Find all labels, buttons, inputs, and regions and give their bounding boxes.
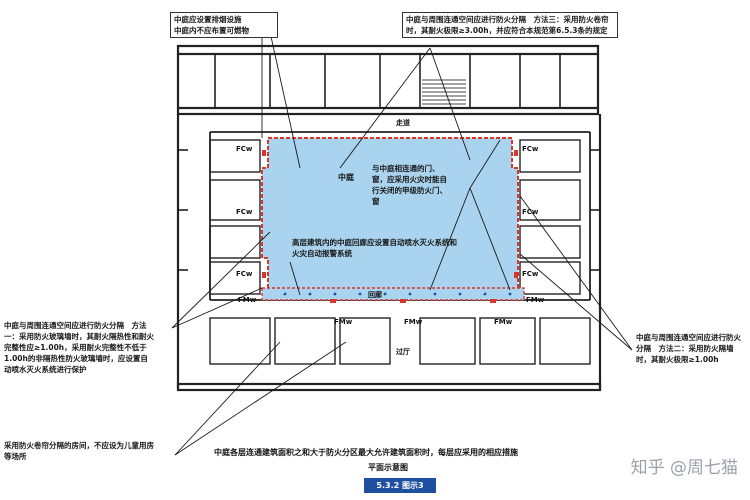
- label-fcw-right-2: FCw: [522, 208, 539, 216]
- left-rooms: [209, 139, 261, 295]
- label-fcw-left-3: FCw: [236, 270, 253, 278]
- caption-line2: 平面示意图: [368, 463, 408, 472]
- wall-notches: [178, 149, 600, 271]
- label-corridor: 走道: [396, 119, 410, 127]
- bottom-rooms: [209, 317, 591, 365]
- leader-lines: [171, 22, 633, 456]
- gallery-strip: [261, 287, 525, 301]
- sprinkler-heads: [283, 292, 512, 296]
- note-method-two: 中庭与周围连通空间应进行防火分隔 方法二：采用防火隔墙时，其耐火极限≥1.00h: [636, 333, 741, 364]
- outer-walls: [176, 44, 602, 392]
- atrium-area: [261, 137, 519, 291]
- label-fcw-right-1: FCw: [522, 145, 539, 153]
- note-method-one: 中庭与周围连通空间应进行防火分隔 方法一：采用防火玻璃墙时，其耐火隔热性和耐火完…: [4, 321, 154, 374]
- fire-door-markers: [262, 150, 518, 303]
- note-method-three: 中庭与周围连通空间应进行防火分隔 方法三：采用防火卷帘时，其耐火极限≥3.00h…: [402, 12, 618, 38]
- note-shutter-rooms: 采用防火卷帘分隔的房间，不应设为儿童用房等场所: [4, 441, 154, 461]
- note-no-combustibles-text: 中庭内不应布置可燃物: [174, 26, 249, 35]
- note-sprinkler-alarm: 高层建筑内的中庭回廊应设置自动喷水灭火系统和火灾自动报警系统: [292, 238, 457, 258]
- label-fmw-3: FMw: [334, 318, 353, 326]
- caption-line1: 中庭各层连通建筑面积之和大于防火分区最大允许建筑面积时，每层应采用的相应措施: [214, 448, 518, 457]
- staircase: [422, 79, 466, 105]
- label-fcw-left-2: FCw: [236, 208, 253, 216]
- label-fcw-right-3: FCw: [522, 270, 539, 278]
- label-fmw-2: FMw: [526, 296, 545, 304]
- label-fcw-left-1: FCw: [236, 145, 253, 153]
- label-hall: 过厅: [396, 348, 410, 356]
- note-smoke-exhaust: 中庭应设置排烟设施 中庭内不应布置可燃物: [170, 12, 278, 38]
- note-smoke-exhaust-text: 中庭应设置排烟设施: [174, 15, 242, 24]
- watermark: 知乎 @周七猫: [630, 458, 738, 478]
- label-fmw-5: FMw: [494, 318, 513, 326]
- note-fire-doors: 与中庭相连通的门、窗，应采用火灾时能自行关闭的甲级防火门、窗: [372, 164, 447, 206]
- label-fmw-4: FMw: [404, 318, 423, 326]
- label-fmw-1: FMw: [238, 296, 257, 304]
- label-atrium: 中庭: [338, 173, 354, 182]
- top-rooms: [214, 54, 561, 108]
- figure-number-badge: 5.3.2 图示3: [364, 478, 436, 493]
- label-gallery: 回廊: [368, 291, 382, 299]
